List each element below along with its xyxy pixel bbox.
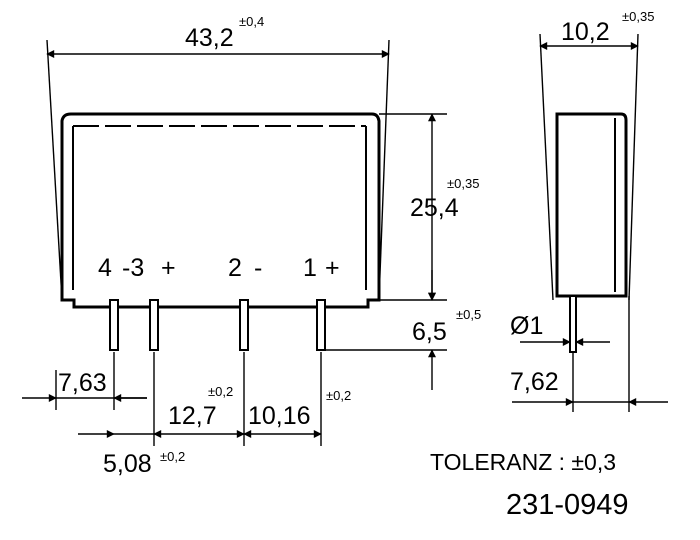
pin-label-1-plus: +: [325, 254, 340, 282]
side-body-outline: [555, 112, 628, 298]
dim-pitch-1-value: 5,08: [103, 450, 152, 478]
dim-edge-offset-value: 7,63: [58, 369, 107, 397]
dim-width-main: 43,2 ±0,4: [46, 14, 390, 301]
pin-label-1: 1: [303, 254, 317, 282]
dim-height-body-tol: ±0,35: [447, 176, 479, 191]
dim-pin-length: 6,5 ±0,5: [325, 270, 481, 390]
pin-label-3-plus: +: [161, 254, 176, 282]
tolerance-note: TOLERANZ : ±0,3: [430, 449, 616, 475]
front-body-outline: [60, 112, 381, 309]
side-view: 10,2 ±0,35 Ø1 7,62: [510, 9, 668, 412]
pin-1: [316, 299, 326, 351]
part-number: 231-0949: [506, 489, 629, 521]
front-view: 4 -3 + 2 - 1 +: [60, 112, 381, 351]
dim-pitch-2-tol: ±0,2: [208, 384, 233, 399]
pin-label-2: 2: [228, 254, 242, 282]
dim-width-side-tol: ±0,35: [622, 9, 654, 24]
dim-pitch-3-value: 10,16: [248, 402, 311, 430]
side-pin: [569, 295, 577, 353]
pin-3: [149, 299, 159, 351]
dim-pin-diam-value: Ø1: [510, 312, 543, 340]
pin-label-4: 4: [98, 254, 112, 282]
dim-height-body: 25,4 ±0,35: [379, 113, 479, 301]
dim-pin-length-tol: ±0,5: [456, 307, 481, 322]
dim-pin-length-value: 6,5: [412, 318, 447, 346]
dim-height-body-value: 25,4: [410, 194, 459, 222]
pin-label-3: -3: [122, 254, 144, 282]
dim-pitch-group: 7,63 5,08 ±0,2 12,7 ±0,2 10,16 ±0,2: [22, 352, 351, 478]
dim-pitch-side-value: 7,62: [510, 368, 559, 396]
dim-width-side-value: 10,2: [561, 18, 610, 46]
dim-pitch-3-tol: ±0,2: [326, 388, 351, 403]
dim-pitch-1-tol: ±0,2: [160, 449, 185, 464]
dim-width-main-tol: ±0,4: [239, 14, 264, 29]
dim-pitch-2-value: 12,7: [168, 402, 217, 430]
dim-width-main-value: 43,2: [185, 24, 234, 52]
pin-2: [239, 299, 249, 351]
pin-label-2-minus: -: [254, 254, 262, 282]
pin-4: [109, 299, 119, 351]
